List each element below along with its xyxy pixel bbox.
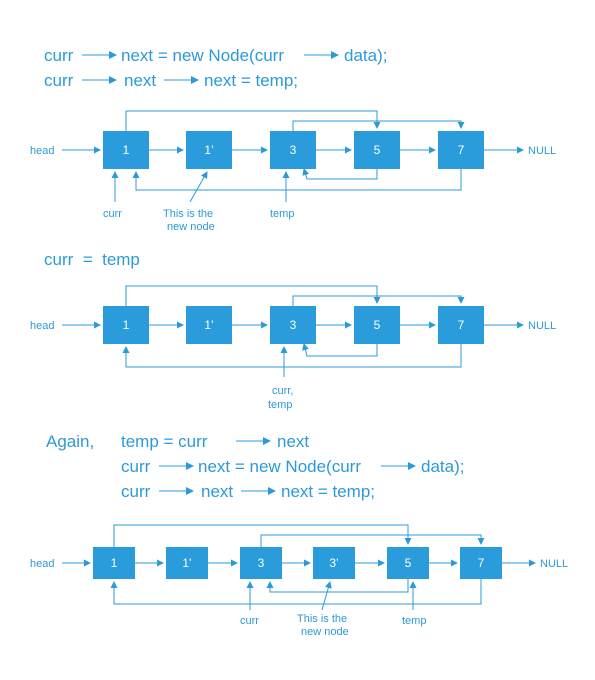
node-value: 5 <box>374 143 381 157</box>
connector-arrow-icon <box>302 343 378 357</box>
connector-arrow-icon <box>266 579 409 593</box>
connector-arrow-icon <box>125 285 381 306</box>
node-value: 7 <box>478 556 485 570</box>
node-value: 3 <box>290 143 297 157</box>
curr-temp-label-line-2: temp <box>268 399 292 411</box>
temp-label: temp <box>270 208 294 220</box>
curr-temp-label-line-1: curr, <box>272 385 293 397</box>
node <box>103 131 149 169</box>
curr-label: curr <box>103 208 122 220</box>
code-line-2-part-c: data); <box>421 457 464 476</box>
section-1: curr next = new Node(curr data); curr ne… <box>30 46 556 233</box>
temp-label: temp <box>402 615 426 627</box>
node-value: 1 <box>123 318 130 332</box>
code-line-2-part-a: curr <box>121 457 151 476</box>
again-label: Again, <box>46 432 94 451</box>
code-line-3-part-c: next = temp; <box>281 482 375 501</box>
curr-label: curr <box>240 615 259 627</box>
node <box>313 547 355 579</box>
new-node-label-line-1: This is the <box>297 613 347 625</box>
code-line-1-part-a: temp = curr <box>121 432 208 451</box>
node-value: 5 <box>374 318 381 332</box>
head-label: head <box>30 558 54 570</box>
code-line-2-part-b: next <box>124 71 156 90</box>
connector-arrow-icon <box>260 534 485 547</box>
node-value: 1’ <box>204 143 213 157</box>
null-label: NULL <box>528 320 556 332</box>
node-value: 1 <box>111 556 118 570</box>
node <box>270 131 316 169</box>
connector-arrow-icon <box>122 344 462 368</box>
code-line-2-part-c: next = temp; <box>204 71 298 90</box>
node-value: 1 <box>123 143 130 157</box>
node <box>103 306 149 344</box>
node-value: 3 <box>290 318 297 332</box>
new-node-label-line-2: new node <box>167 221 215 233</box>
null-label: NULL <box>528 145 556 157</box>
node-value: 1’ <box>182 556 191 570</box>
node-value: 7 <box>458 318 465 332</box>
connector-arrow-icon <box>292 295 465 306</box>
node <box>186 306 232 344</box>
node <box>460 547 502 579</box>
new-node-pointer-icon <box>189 171 208 203</box>
node <box>93 547 135 579</box>
node-value: 5 <box>405 556 412 570</box>
code-line-1-part-c: data); <box>344 46 387 65</box>
node <box>354 306 400 344</box>
code-line-3-part-b: next <box>201 482 233 501</box>
node <box>166 547 208 579</box>
code-line: curr = temp <box>44 250 140 269</box>
code-line-1-part-b: next = new Node(curr <box>121 46 284 65</box>
section-2: curr = temp head 1 1’ 3 5 7 NULL curr, t… <box>30 250 556 411</box>
code-line-3-part-a: curr <box>121 482 151 501</box>
node-value: 7 <box>458 143 465 157</box>
connector-arrow-icon <box>125 110 381 131</box>
null-label: NULL <box>540 558 568 570</box>
connector-arrow-icon <box>110 579 482 605</box>
node-value: 3’ <box>329 556 338 570</box>
node <box>186 131 232 169</box>
new-node-pointer-icon <box>321 581 332 611</box>
section-3: Again, temp = curr next curr next = new … <box>30 432 568 638</box>
connector-arrow-icon <box>132 169 462 191</box>
head-label: head <box>30 145 54 157</box>
code-line-2-part-a: curr <box>44 71 74 90</box>
code-line-1-part-a: curr <box>44 46 74 65</box>
new-node-label-line-1: This is the <box>163 208 213 220</box>
new-node-label-line-2: new node <box>301 626 349 638</box>
connector-arrow-icon <box>292 120 465 131</box>
code-line-2-part-b: next = new Node(curr <box>198 457 361 476</box>
node <box>387 547 429 579</box>
code-line-1-part-b: next <box>277 432 309 451</box>
node <box>270 306 316 344</box>
node <box>240 547 282 579</box>
node <box>354 131 400 169</box>
connector-arrow-icon <box>302 168 378 180</box>
head-label: head <box>30 320 54 332</box>
node <box>438 306 484 344</box>
node <box>438 131 484 169</box>
node-value: 3 <box>258 556 265 570</box>
node-value: 1’ <box>204 318 213 332</box>
